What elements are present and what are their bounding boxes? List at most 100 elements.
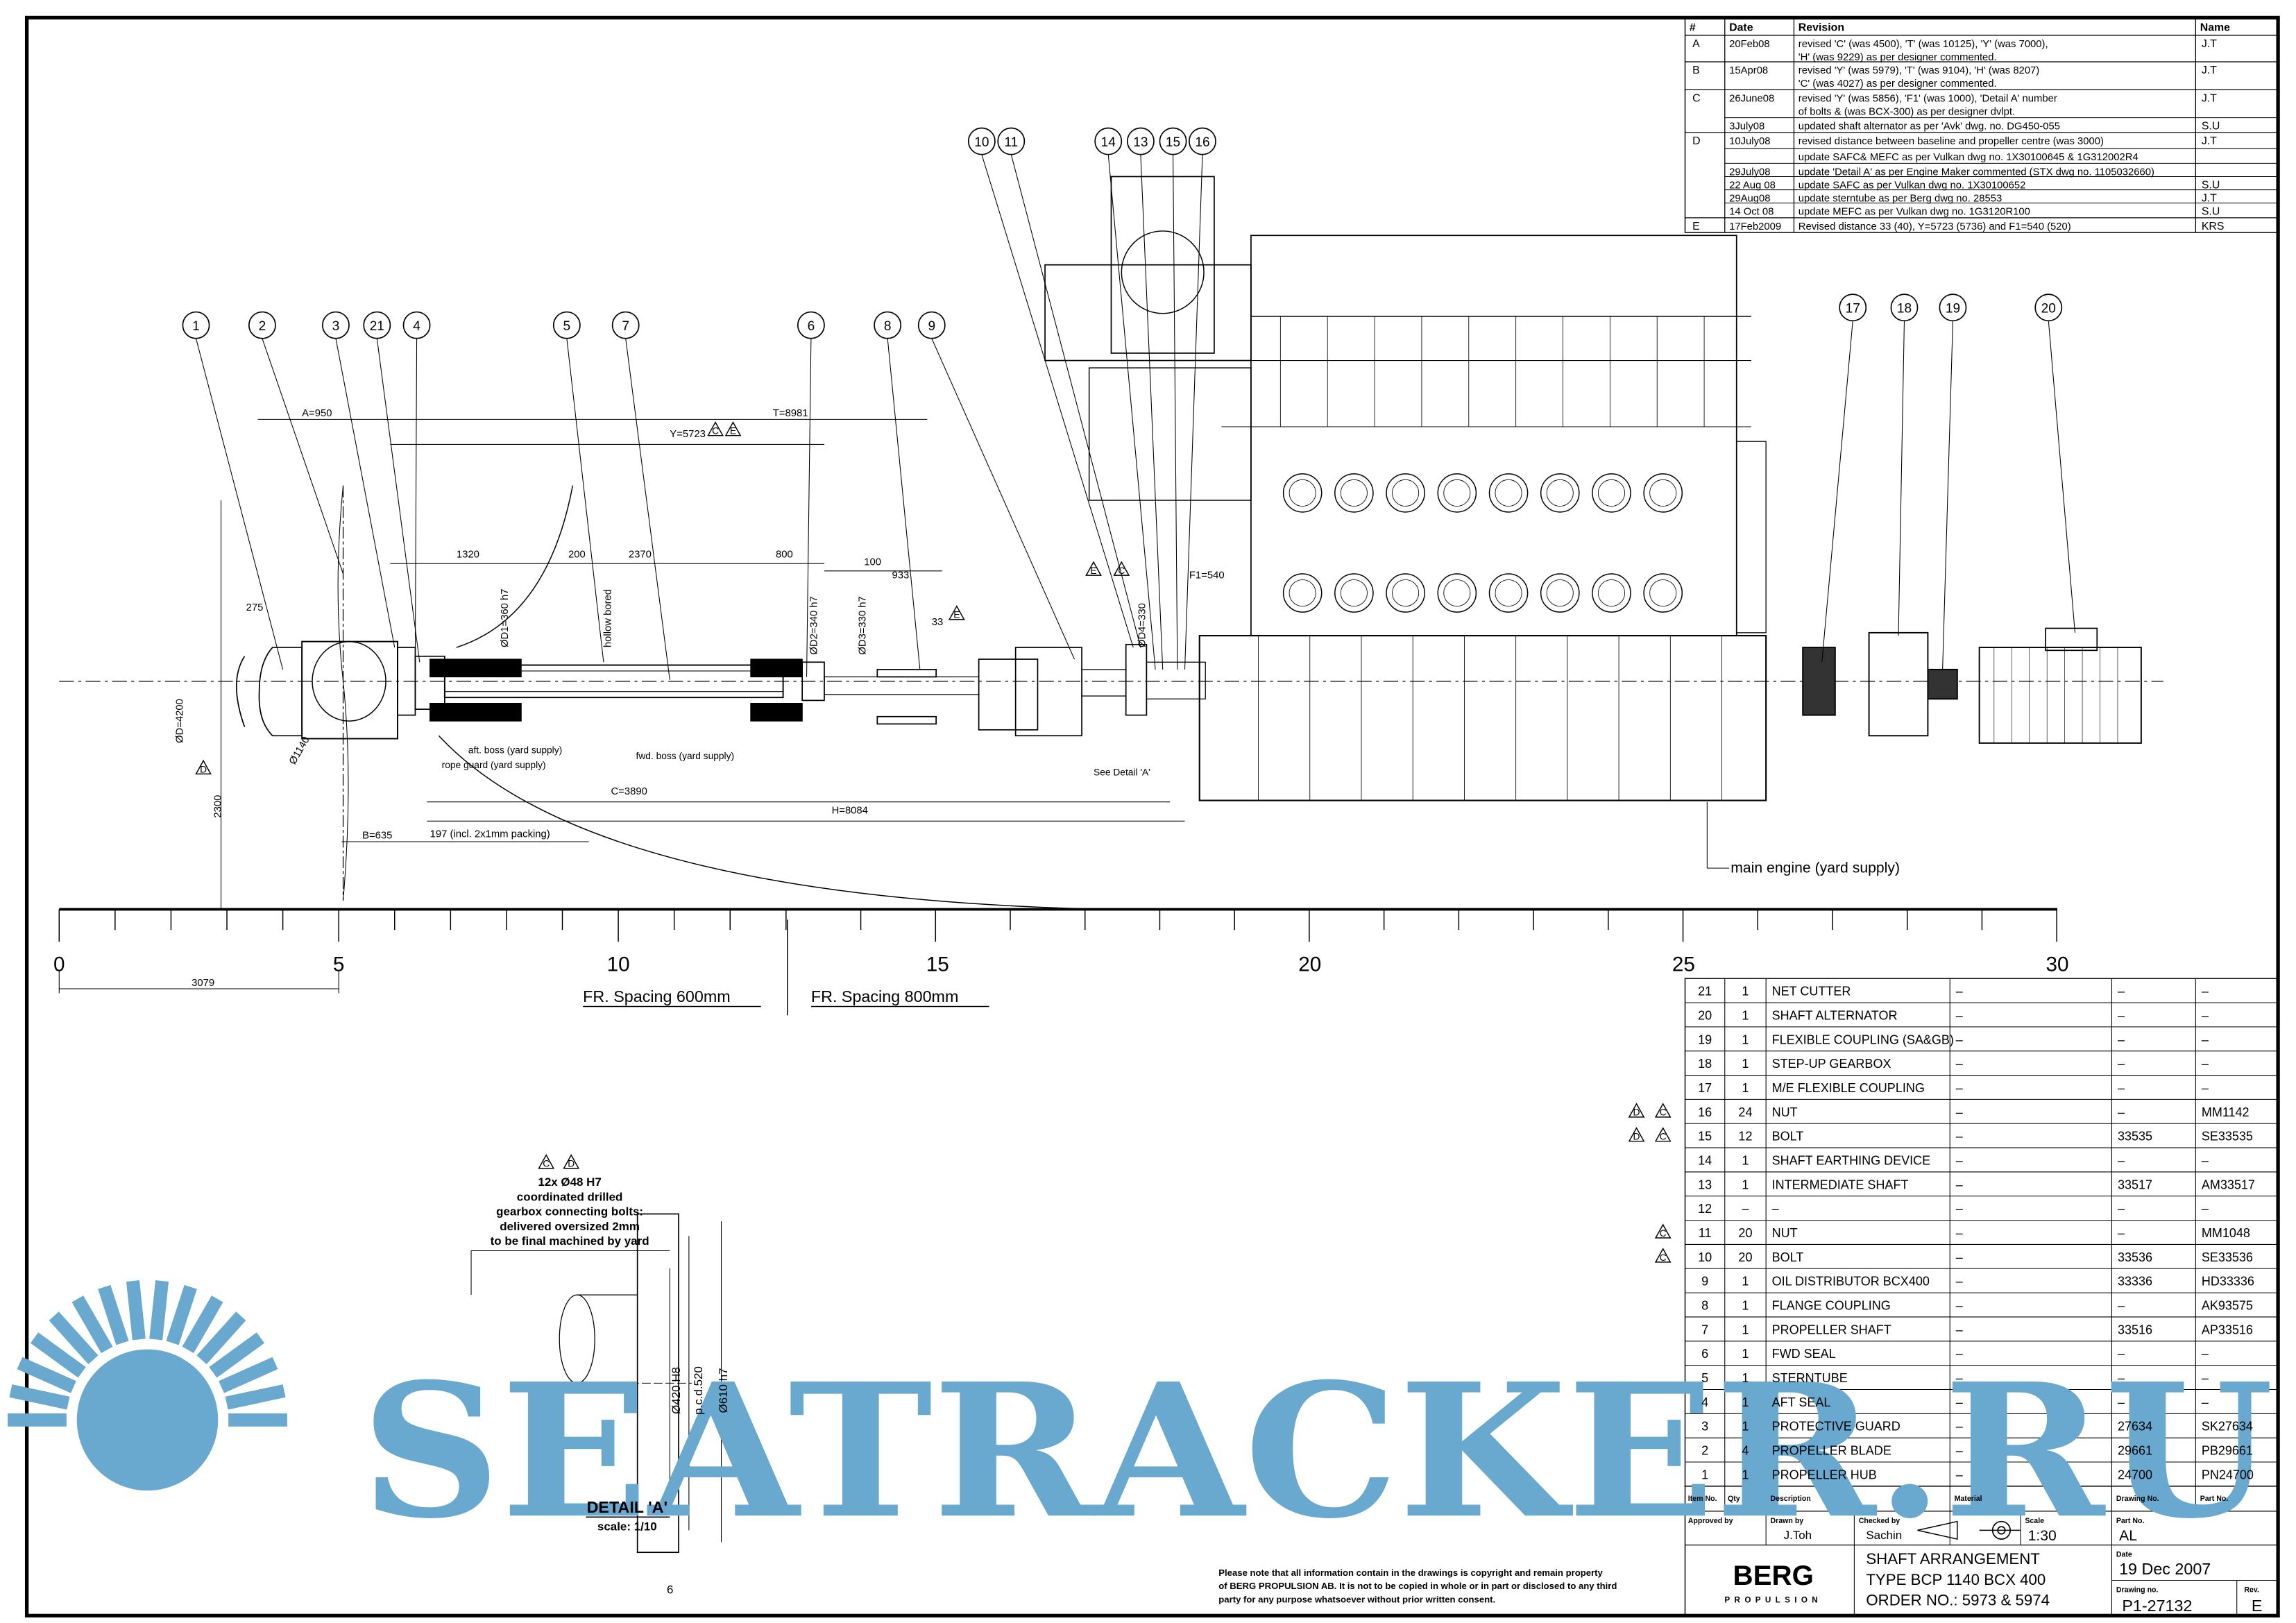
- parts-qty: 1: [1742, 1299, 1749, 1313]
- me-flexible-coupling: [1802, 647, 1836, 716]
- title-header: Part No.: [2200, 1495, 2229, 1503]
- watermark-sun-icon: [76, 1349, 219, 1491]
- revision-header: Date: [1729, 22, 1753, 34]
- leader-line: [806, 338, 812, 677]
- revision-header: Name: [2200, 22, 2230, 34]
- revision-name: J.T: [2202, 92, 2217, 104]
- parts-qty: 20: [1738, 1250, 1752, 1264]
- ruler-label: 30: [2046, 953, 2069, 976]
- parts-part: AM33517: [2202, 1178, 2255, 1191]
- watermark-sun-ray: [219, 1357, 278, 1393]
- parts-item: 6: [1701, 1347, 1708, 1361]
- parts-desc: NET CUTTER: [1772, 985, 1851, 999]
- parts-qty: 1: [1742, 1395, 1749, 1409]
- detail-a-note: delivered oversized 2mm: [500, 1220, 640, 1233]
- cylinder-cover-inner: [1340, 479, 1368, 507]
- cylinder-cover-inner: [1546, 479, 1574, 507]
- parts-mat: –: [1956, 1226, 1964, 1240]
- item-balloon-label: 3: [332, 319, 340, 334]
- revision-triangle-icon: [724, 421, 742, 436]
- parts-part: PB29661: [2202, 1444, 2253, 1458]
- projection-cone-icon: [1917, 1520, 1958, 1540]
- dimension-label-d197: 197 (incl. 2x1mm packing): [430, 829, 550, 840]
- parts-qty: 20: [1738, 1226, 1752, 1240]
- item-balloon: [917, 311, 946, 339]
- item-balloon-label: 7: [622, 319, 629, 334]
- parts-qty: 12: [1738, 1130, 1752, 1144]
- parts-dwg: 33536: [2118, 1250, 2152, 1264]
- revision-text: 'C' (was 4027) as per designer commented…: [1798, 78, 1997, 90]
- item-balloon-label: 6: [808, 319, 815, 334]
- item-balloon-label: 15: [1166, 135, 1180, 150]
- parts-qty: 1: [1742, 1323, 1749, 1336]
- drawing-no-value: P1-27132: [2122, 1597, 2192, 1615]
- cylinder-cover-inner: [1340, 579, 1368, 607]
- parts-part: MM1048: [2202, 1226, 2250, 1240]
- dimension-label-d33: 33: [932, 617, 944, 628]
- parts-qty: 1: [1742, 1081, 1749, 1095]
- watermark-sun-ray: [225, 1384, 286, 1410]
- cylinder-cover-inner: [1495, 479, 1522, 507]
- watermark-sun-ray: [17, 1357, 76, 1393]
- cylinder-cover: [1643, 473, 1683, 513]
- turbocharger-casing: [1121, 230, 1205, 314]
- revision-date: 26June08: [1729, 93, 1774, 104]
- parts-item: 13: [1698, 1178, 1712, 1191]
- watermark: SEATRACKER.RU: [8, 1280, 2274, 1559]
- parts-desc: FLANGE COUPLING: [1772, 1299, 1891, 1313]
- revision-text: update MEFC as per Vulkan dwg no. 1G3120…: [1798, 207, 2030, 218]
- berg-logo: BERG: [1733, 1560, 1814, 1591]
- parts-desc: –: [1772, 1202, 1780, 1216]
- item-balloon-label: 11: [1004, 135, 1018, 150]
- cylinder-cover-inner: [1392, 579, 1420, 607]
- revision-id: C: [1692, 92, 1700, 104]
- parts-item: 12: [1698, 1202, 1712, 1216]
- parts-desc: AFT SEAL: [1772, 1395, 1831, 1409]
- shaft-flange: [1146, 661, 1206, 699]
- item-balloon: [1939, 294, 1967, 322]
- parts-item: 1: [1701, 1468, 1708, 1481]
- detail-a-title: DETAIL 'A': [587, 1498, 667, 1516]
- revision-text: revised 'C' (was 4500), 'T' (was 10125),…: [1798, 39, 2048, 50]
- cylinder-cover-inner: [1649, 479, 1677, 507]
- detail-a-note: 12x Ø48 H7: [538, 1175, 601, 1189]
- revision-text: update SAFC as per Vulkan dwg no. 1X3010…: [1798, 180, 2026, 191]
- cylinder-cover: [1282, 473, 1323, 513]
- dimension-label-2300: 2300: [213, 795, 224, 818]
- parts-desc: SHAFT EARTHING DEVICE: [1772, 1153, 1931, 1167]
- parts-part: MM1142: [2202, 1105, 2250, 1119]
- detail-a-flange: [1125, 643, 1148, 716]
- parts-qty: 24: [1738, 1105, 1752, 1119]
- dimension-label-od1: ØD1=360 h7: [500, 589, 511, 648]
- detail-a-scale: scale: 1/10: [597, 1520, 657, 1533]
- revision-triangle-icon: [1085, 561, 1102, 576]
- parts-qty: 1: [1742, 1420, 1749, 1434]
- cylinder-cover: [1437, 473, 1477, 513]
- parts-mat: –: [1956, 1299, 1964, 1313]
- cylinder-cover-inner: [1546, 579, 1574, 607]
- revision-triangle-icon: [707, 421, 724, 436]
- propeller-blade: [337, 485, 349, 901]
- parts-qty: 1: [1742, 1371, 1749, 1385]
- parts-desc: PROPELLER BLADE: [1772, 1444, 1891, 1458]
- parts-part: –: [2202, 1057, 2209, 1071]
- title-header: Item No.: [1688, 1495, 1717, 1503]
- revision-date: 3July08: [1729, 121, 1764, 133]
- cylinder-cover: [1488, 573, 1529, 613]
- exhaust-manifold: [1088, 367, 1252, 501]
- oil-distributor-body: [1014, 647, 1082, 737]
- revision-name: S.U: [2202, 179, 2220, 191]
- parts-part: SK27634: [2202, 1420, 2253, 1434]
- revision-date: 15Apr08: [1729, 65, 1768, 76]
- parts-dwg: 33336: [2118, 1275, 2152, 1289]
- parts-mat: –: [1956, 1202, 1964, 1216]
- leader-line: [1821, 321, 1853, 663]
- parts-qty: –: [1742, 1202, 1749, 1216]
- parts-mat: –: [1956, 1178, 1964, 1191]
- item-balloon: [874, 311, 902, 339]
- copyright-notice: party for any purpose whatsoever without…: [1218, 1594, 1495, 1604]
- drawing-no-label: Drawing no.: [2116, 1586, 2159, 1594]
- revision-id: D: [1692, 135, 1700, 147]
- parts-mat: –: [1956, 1275, 1964, 1289]
